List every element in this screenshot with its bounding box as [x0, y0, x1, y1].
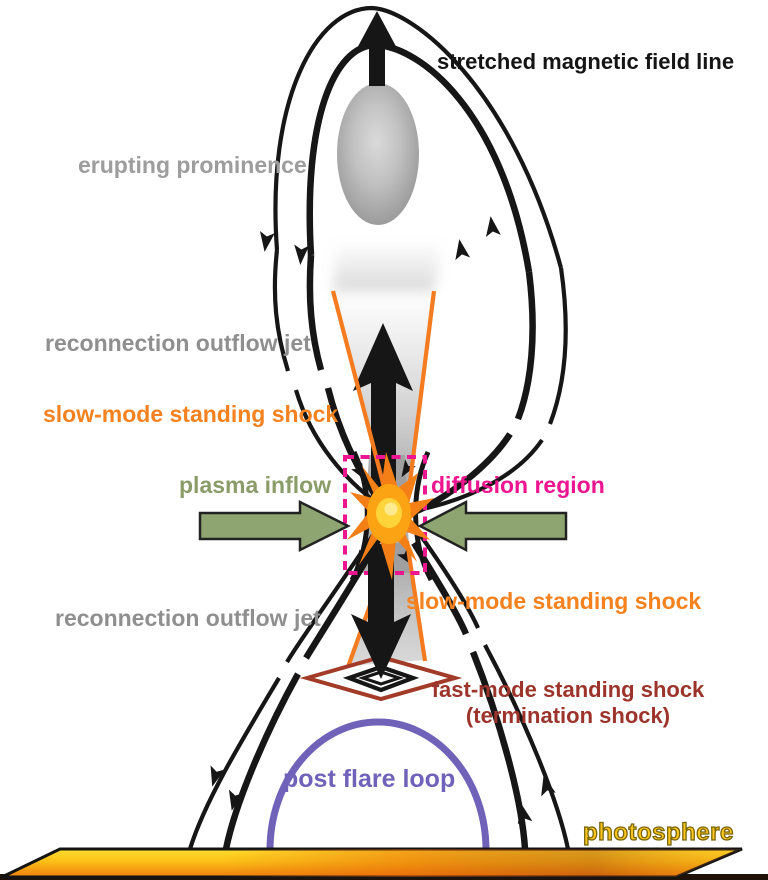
jet-fade-glow	[333, 242, 442, 292]
label-diffusion-region: diffusion region	[431, 472, 605, 498]
label-fast-mode-line2: (termination shock)	[465, 703, 671, 728]
fast-mode-shock-diamond	[299, 654, 463, 702]
label-plasma-inflow: plasma inflow	[179, 472, 332, 498]
label-erupting-prominence: erupting prominence	[78, 152, 307, 178]
reconnection-starburst	[347, 452, 434, 580]
label-photosphere: photosphere	[582, 819, 734, 846]
label-slow-mode-standing-shock-lower: slow-mode standing shock	[406, 588, 702, 614]
label-fast-mode-standing-shock: fast-mode standing shock (termination sh…	[418, 677, 718, 729]
label-fast-mode-line1: fast-mode standing shock	[431, 677, 705, 702]
plasma-inflow-arrows	[198, 499, 568, 553]
label-stretched-magnetic-field-line: stretched magnetic field line	[437, 49, 735, 74]
erupting-prominence-blob	[337, 83, 419, 225]
label-slow-mode-standing-shock-upper: slow-mode standing shock	[43, 401, 339, 427]
label-reconnection-outflow-jet-lower: reconnection outflow jet	[55, 605, 321, 631]
label-reconnection-outflow-jet-upper: reconnection outflow jet	[45, 330, 311, 356]
plasma-inflow-arrow-right	[417, 499, 568, 553]
termination-shock-inner-diamonds	[342, 664, 420, 693]
upper-outflow-jet-arrow	[353, 323, 413, 521]
label-post-flare-loop: post flare loop	[283, 765, 456, 793]
eruption-up-arrow	[355, 11, 399, 86]
post-flare-loop-arc	[266, 718, 490, 851]
photosphere-slab	[0, 847, 768, 880]
plasma-inflow-arrow-left	[198, 499, 351, 553]
lower-outflow-jet-arrow	[351, 544, 411, 679]
